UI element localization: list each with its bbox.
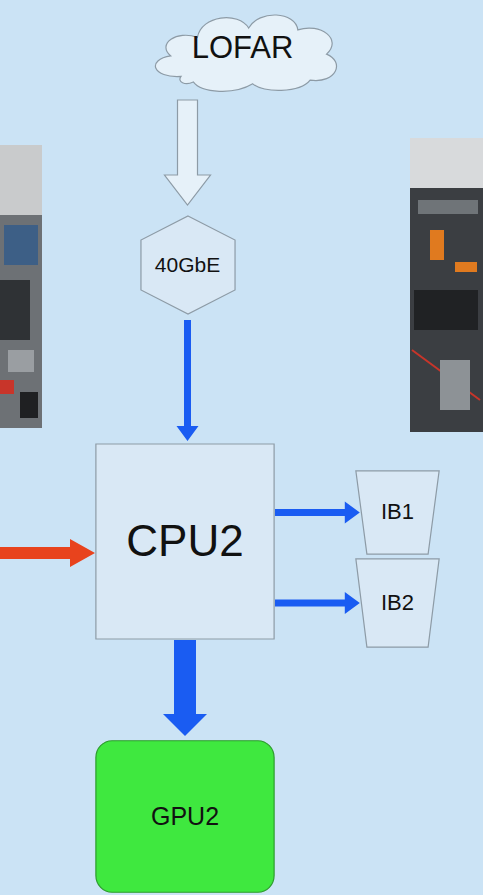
node-label: GPU2: [151, 803, 219, 831]
flow-arrow: [275, 592, 360, 614]
outline-path: [140, 216, 234, 314]
outline-path: [155, 15, 336, 91]
outline-path: [356, 559, 439, 647]
flow-arrow: [177, 320, 199, 441]
right-photo: [410, 138, 483, 432]
node-label: IB1: [381, 500, 414, 524]
cpu-box: CPU2: [95, 443, 275, 640]
cloud-node: LOFAR: [140, 2, 345, 95]
ib-trapezoid: IB1: [355, 470, 440, 555]
red-input-arrow: [0, 539, 95, 567]
gpu-box: GPU2: [95, 740, 275, 893]
left-photo: [0, 145, 42, 428]
node-label: IB2: [381, 591, 414, 615]
ib-trapezoid: IB2: [355, 558, 440, 648]
node-label: CPU2: [126, 517, 243, 565]
flow-arrow: [275, 502, 360, 524]
outline-path: [96, 444, 274, 639]
node-label: LOFAR: [192, 31, 294, 65]
outline-path: [96, 741, 274, 892]
flow-arrow: [163, 640, 207, 736]
node-label: 40GbE: [155, 253, 220, 276]
flow-arrow: [165, 100, 211, 205]
network-hexagon: 40GbE: [140, 215, 236, 315]
outline-path: [356, 471, 439, 554]
